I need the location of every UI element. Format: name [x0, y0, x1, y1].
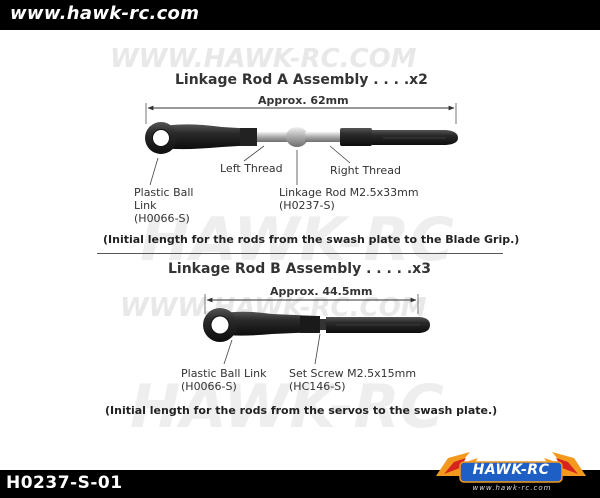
product-code: H0237-S-01 [6, 473, 123, 493]
assembly-b-rod [203, 308, 430, 342]
ball-link-a-label-2: Link [134, 199, 157, 212]
assembly-a-dimension [145, 103, 457, 124]
assembly-b-title: Linkage Rod B Assembly . . . . .x3 [168, 261, 431, 277]
watermark-text: WWW.HAWK-RC.COM [110, 44, 417, 74]
logo-url: www.hawk-rc.com [472, 484, 552, 492]
assembly-b-dimension [204, 294, 419, 314]
brand-logo: HAWK-RC www.hawk-rc.com [430, 446, 592, 496]
assembly-a-length: Approx. 62mm [258, 94, 349, 107]
assembly-b-length: Approx. 44.5mm [270, 285, 373, 298]
ball-link-a-label-1: Plastic Ball [134, 186, 194, 199]
site-url[interactable]: www.hawk-rc.com [10, 3, 200, 24]
logo-text: HAWK-RC [472, 462, 550, 478]
linkage-rod-code: (H0237-S) [279, 199, 335, 212]
right-thread-label: Right Thread [330, 164, 401, 177]
watermark-logo: HAWK-RC [130, 372, 444, 442]
set-screw-code: (HC146-S) [289, 380, 346, 393]
assembly-b-note: (Initial length for the rods from the se… [105, 404, 498, 417]
top-banner: www.hawk-rc.com [0, 0, 600, 30]
ball-link-b-code: (H0066-S) [181, 380, 237, 393]
assembly-a-rod [145, 122, 458, 154]
assembly-a-note: (Initial length for the rods from the sw… [103, 233, 520, 246]
left-thread-label: Left Thread [220, 162, 283, 175]
section-divider [97, 253, 503, 254]
ball-link-a-code: (H0066-S) [134, 212, 190, 225]
ball-link-b-label: Plastic Ball Link [181, 367, 267, 380]
assembly-a-title: Linkage Rod A Assembly . . . .x2 [175, 72, 428, 88]
linkage-rod-label: Linkage Rod M2.5x33mm [279, 186, 419, 199]
set-screw-label: Set Screw M2.5x15mm [289, 367, 417, 380]
watermark-logo: HAWK-RC [140, 205, 454, 275]
